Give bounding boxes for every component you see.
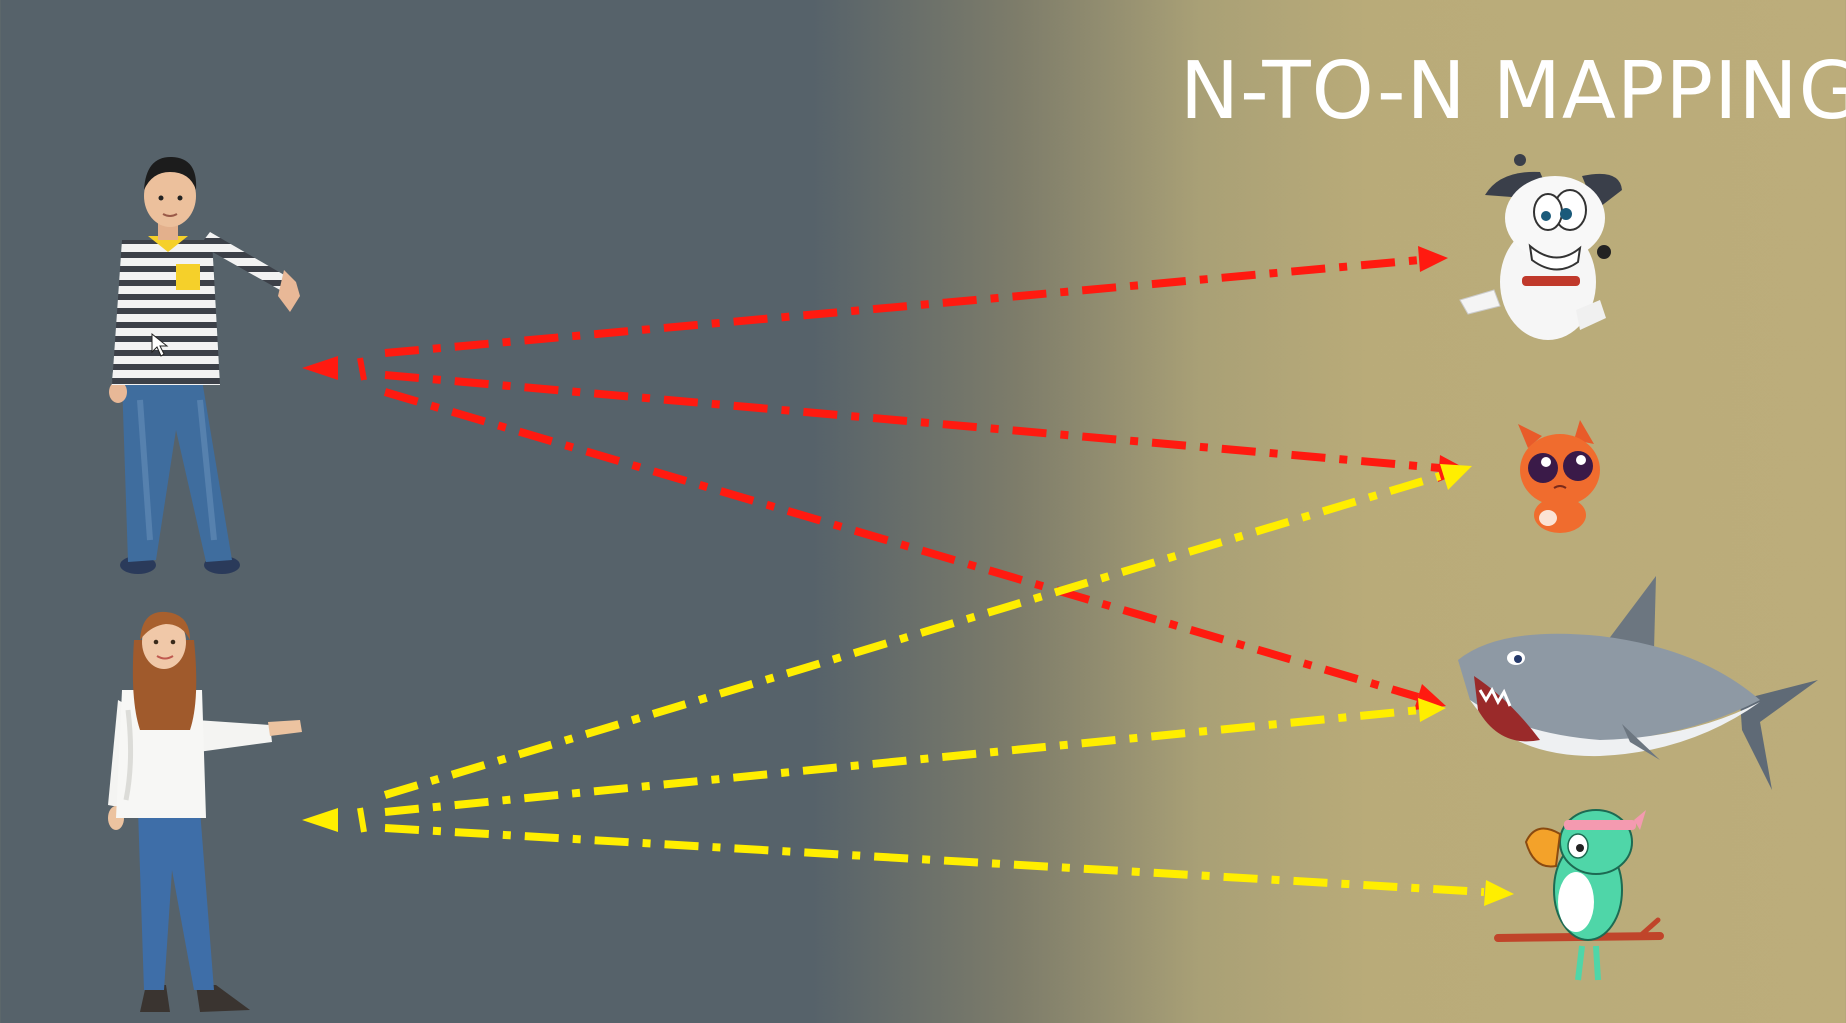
mapping-arrow-girl-parrot [384,824,1514,906]
slide-title: N-TO-N MAPPING [1180,45,1846,137]
arrow-origin-boy [302,356,367,381]
mapping-arrow-boy-dog [384,246,1448,357]
cartoon-parrot-icon [1494,809,1664,981]
cartoon-dog-icon [1459,154,1622,340]
boy-figure [109,156,300,574]
yellow-mapping-arrows [302,464,1514,906]
mapping-arrow-girl-shark [384,698,1446,816]
mouse-cursor-icon [151,332,169,357]
mapping-arrow-boy-shark [383,388,1446,710]
mapping-arrow-boy-kitten [384,371,1468,482]
cartoon-shark-icon [1458,576,1818,790]
mapping-arrow-girl-kitten [383,464,1472,799]
arrow-origin-girl [302,807,367,833]
girl-figure [108,611,302,1012]
cartoon-kitten-icon [1518,420,1600,533]
